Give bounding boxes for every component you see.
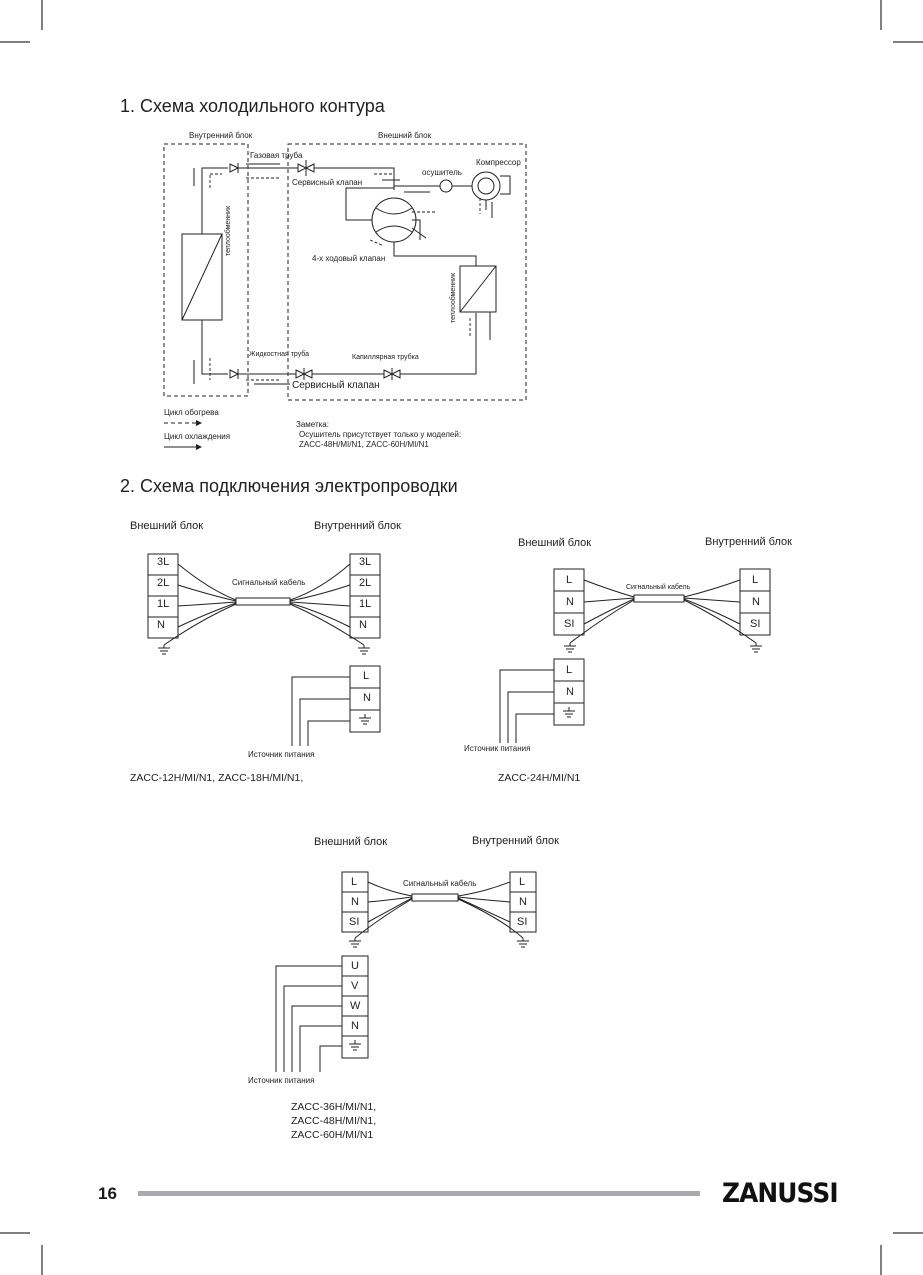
w2-power-source-label: Источник питания xyxy=(464,744,531,753)
w3-indoor-label: Внутренний блок xyxy=(472,835,559,847)
w3-in-terminal-3: SI xyxy=(517,916,528,928)
indoor-heat-exchanger-label: теплообменник xyxy=(225,205,232,256)
service-valve-top-label: Сервисный клапан xyxy=(292,178,363,187)
w1-power-terminal-N: N xyxy=(363,692,371,704)
w1-power-source-label: Источник питания xyxy=(248,750,315,759)
service-valve-bottom-label: Сервисный клапан xyxy=(292,380,380,391)
note-title: Заметка: xyxy=(296,420,329,429)
w1-out-terminal-4: N xyxy=(157,619,165,631)
w2-models: ZACC-24H/MI/N1 xyxy=(498,772,581,784)
w2-power-terminal-N: N xyxy=(566,686,574,698)
footer-rule xyxy=(138,1191,700,1196)
indoor-unit-label: Внутренний блок xyxy=(189,131,253,140)
refrigerant-section-title: 1. Схема холодильного контура xyxy=(120,96,385,116)
w3-in-terminal-2: N xyxy=(519,896,527,908)
w3-power-terminal-W: W xyxy=(350,1000,361,1012)
w3-outdoor-label: Внешний блок xyxy=(314,836,388,848)
w2-outdoor-label: Внешний блок xyxy=(518,537,592,549)
liquid-pipe-label: Жидкостная труба xyxy=(249,351,310,358)
w1-in-terminal-2: 2L xyxy=(359,577,372,589)
cooling-cycle-label: Цикл охлаждения xyxy=(164,432,231,441)
four-way-valve-label: 4-х ходовый клапан xyxy=(312,254,386,263)
w3-model-3: ZACC-60H/MI/N1 xyxy=(291,1129,374,1141)
w2-out-terminal-1: L xyxy=(566,574,573,586)
wiring-diagram-3 xyxy=(275,871,537,1072)
compressor-label: Компрессор xyxy=(476,158,521,167)
wiring-section-title: 2. Схема подключения электропроводки xyxy=(120,476,458,496)
w1-signal-cable-label: Сигнальный кабель xyxy=(232,578,306,587)
dryer-label: осушитель xyxy=(422,168,462,177)
refrigerant-circuit-diagram xyxy=(163,143,527,450)
w3-out-terminal-1: L xyxy=(351,876,358,888)
w3-power-terminal-N: N xyxy=(351,1020,359,1032)
w2-in-terminal-2: N xyxy=(752,596,760,608)
note-line1: Осушитель присутствует только у моделей: xyxy=(299,430,462,439)
w1-models: ZACC-12H/MI/N1, ZACC-18H/MI/N1, xyxy=(130,772,304,784)
w1-in-terminal-4: N xyxy=(359,619,367,631)
w2-in-terminal-1: L xyxy=(752,574,759,586)
wiring-diagram-1 xyxy=(147,553,381,746)
w3-power-terminal-V: V xyxy=(351,980,359,992)
w1-power-terminal-L: L xyxy=(363,670,370,682)
w3-signal-cable-label: Сигнальный кабель xyxy=(403,879,477,888)
brand-logo: ZANUSSI xyxy=(722,1178,839,1209)
heating-cycle-label: Цикл обогрева xyxy=(164,408,219,417)
w2-in-terminal-3: SI xyxy=(750,618,761,630)
w2-signal-cable-label: Сигнальный кабель xyxy=(626,584,691,591)
w2-power-terminal-L: L xyxy=(566,664,573,676)
w3-out-terminal-2: N xyxy=(351,896,359,908)
w1-in-terminal-1: 3L xyxy=(359,556,372,568)
w3-in-terminal-1: L xyxy=(519,876,526,888)
page-number: 16 xyxy=(98,1184,117,1203)
w2-indoor-label: Внутренний блок xyxy=(705,536,792,548)
w3-power-source-label: Источник питания xyxy=(248,1076,315,1085)
capillary-label: Капиллярная трубка xyxy=(352,354,419,361)
gas-pipe-label: Газовая труба xyxy=(250,151,303,160)
w3-model-2: ZACC-48H/MI/N1, xyxy=(291,1115,377,1127)
wiring-diagram-2 xyxy=(499,568,771,743)
outdoor-unit-label: Внешний блок xyxy=(378,131,432,140)
w1-out-terminal-2: 2L xyxy=(157,577,170,589)
note-line2: ZACC-48H/MI/N1, ZACC-60H/MI/N1 xyxy=(299,440,429,449)
w1-outdoor-label: Внешний блок xyxy=(130,520,204,532)
outdoor-heat-exchanger-label: теплообменник xyxy=(450,272,457,323)
w2-out-terminal-2: N xyxy=(566,596,574,608)
w1-out-terminal-3: 1L xyxy=(157,598,170,610)
w3-out-terminal-3: SI xyxy=(349,916,360,928)
w1-in-terminal-3: 1L xyxy=(359,598,372,610)
w1-indoor-label: Внутренний блок xyxy=(314,520,401,532)
w2-out-terminal-3: SI xyxy=(564,618,575,630)
w3-model-1: ZACC-36H/MI/N1, xyxy=(291,1101,377,1113)
w3-power-terminal-U: U xyxy=(351,960,359,972)
w1-out-terminal-1: 3L xyxy=(157,556,170,568)
